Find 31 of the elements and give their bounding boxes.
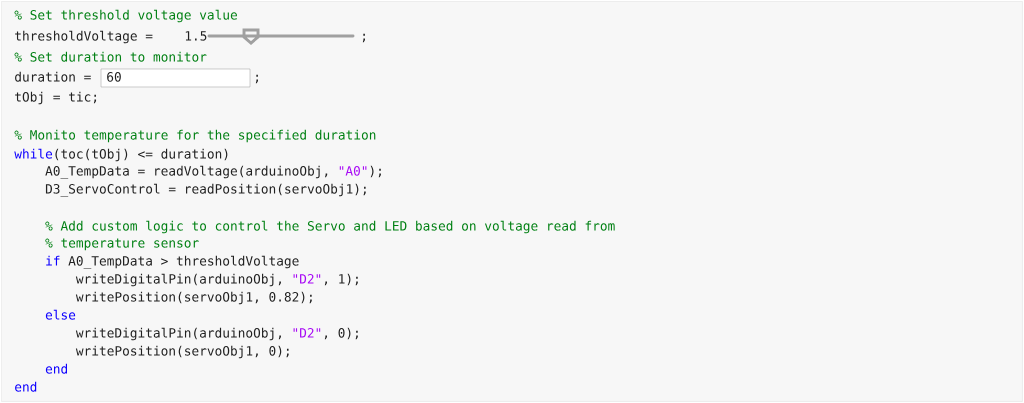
code-line: , 0); [324,327,358,340]
keyword: while [14,148,53,159]
code-line: (toc(tObj) <= duration) [55,148,228,162]
keyword: end [45,363,67,374]
code-line: thresholdVoltage = [15,30,153,44]
string-literal: "D2" [293,328,321,338]
code-comment: % Monito temperature for the specified duration [14,129,376,143]
keyword: if [46,255,60,266]
code-line: ; [362,33,365,43]
code-line: tObj = tic; [15,91,97,105]
input-field: 60 [100,68,251,88]
code-line: writeDigitalPin(arduinoObj, [75,273,281,287]
code-comment: % Add custom logic to control the Servo and LED based on voltage read from [45,220,615,234]
code-comment: % Set threshold voltage value [14,9,237,23]
keyword: end [15,381,37,392]
code-comment: % Set duration to monitor [14,51,207,62]
code-line: , 1); [324,273,358,286]
code-line: A0_TempData = readVoltage(arduinoObj, [45,165,328,179]
string-literal: "A0" [339,166,367,176]
code-comment: % temperature sensor [45,238,199,251]
code-line: ); [370,165,381,178]
code-line: D3_ServoControl = readPosition(servoObj1); [45,183,366,197]
string-literal: "D2" [293,274,321,284]
slider-value: 1.5 [185,31,207,41]
code-line: writeDigitalPin(arduinoObj, [75,327,281,341]
code-line: duration = [15,71,91,82]
code-line: writePosition(servoObj1, 0.82); [75,291,312,305]
code-line: writePosition(servoObj1, 0); [75,345,289,359]
code-line: ; [255,74,258,84]
keyword: else [45,309,76,320]
code-line: A0_TempData > thresholdVoltage [68,255,299,269]
